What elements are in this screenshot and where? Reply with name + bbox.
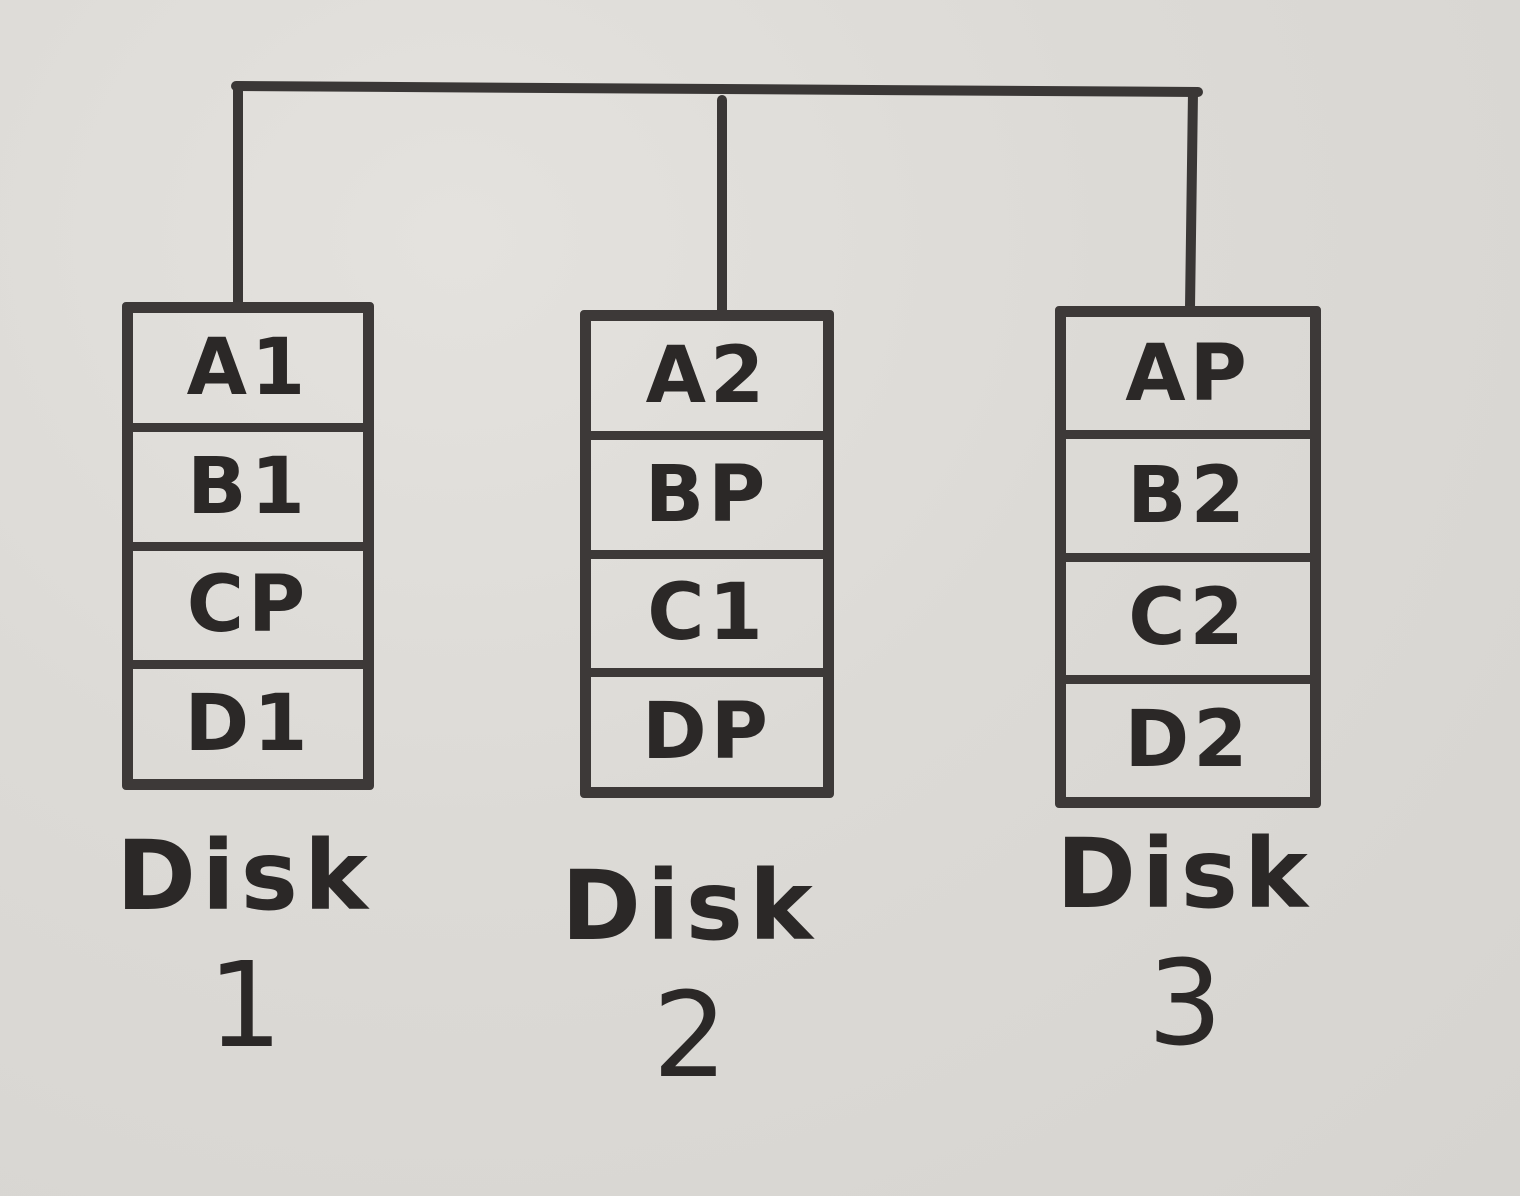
parity-block: CP	[133, 541, 363, 661]
stripe-block: A2	[645, 330, 769, 421]
bus-horizontal	[231, 81, 1203, 97]
disk-1-label: Disk 1	[100, 828, 390, 1064]
disk-1: A1 B1 CP D1	[122, 302, 374, 790]
disk-2-label: Disk 2	[545, 858, 835, 1094]
disk-2: A2 BP C1 DP	[580, 310, 834, 798]
parity-block: AP	[1125, 328, 1251, 419]
stripe-block: B2	[1066, 430, 1310, 552]
disk-number: 1	[207, 936, 283, 1074]
disk-3-label: Disk 3	[1040, 826, 1330, 1062]
stripe-block: C2	[1066, 552, 1310, 675]
stripe-block: B1	[133, 422, 363, 542]
disk-number: 2	[652, 966, 728, 1104]
parity-block: DP	[591, 668, 823, 787]
stripe-block: A1	[186, 322, 310, 413]
bus-drop-disk-3	[1185, 87, 1198, 313]
parity-block: BP	[591, 430, 823, 550]
stripe-block: D2	[1066, 674, 1310, 797]
disk-label-text: Disk	[116, 820, 374, 932]
disk-label-text: Disk	[561, 850, 819, 962]
stripe-block: D1	[133, 660, 363, 779]
stripe-block: C1	[591, 549, 823, 669]
disk-label-text: Disk	[1056, 818, 1314, 930]
disk-3: AP B2 C2 D2	[1055, 306, 1321, 808]
disk-number: 3	[1147, 934, 1223, 1072]
